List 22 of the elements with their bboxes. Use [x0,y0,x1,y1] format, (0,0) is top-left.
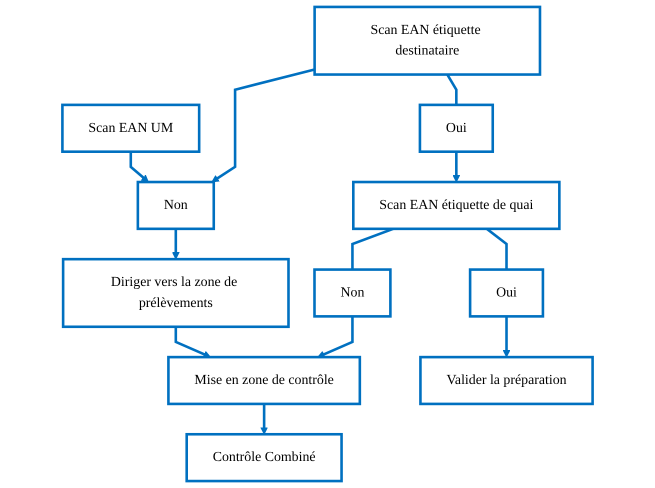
node-box: Oui [468,268,544,318]
connector [486,228,508,270]
arrow [317,316,354,358]
node-box: Oui [418,104,494,153]
arrow [260,404,268,435]
node-box: Scan EAN UM [61,104,200,153]
node-box: Scan EAN étiquette destinataire [313,6,542,76]
node-box: Mise en zone de contrôle [167,356,362,406]
node-box: Non [136,180,216,230]
node-box: Scan EAN étiquette de quai [352,180,561,230]
node-box: Contrôle Combiné [185,432,343,482]
arrow [129,152,149,182]
arrow [502,316,510,358]
arrow [174,326,211,358]
node-box: Non [313,268,392,318]
node-box: Valider la préparation [419,356,594,406]
connector [351,228,394,270]
arrow [452,152,460,182]
node-box: Diriger vers la zone de prélèvements [62,258,290,328]
arrow [211,68,315,182]
connector [446,74,458,105]
arrow [172,228,180,260]
